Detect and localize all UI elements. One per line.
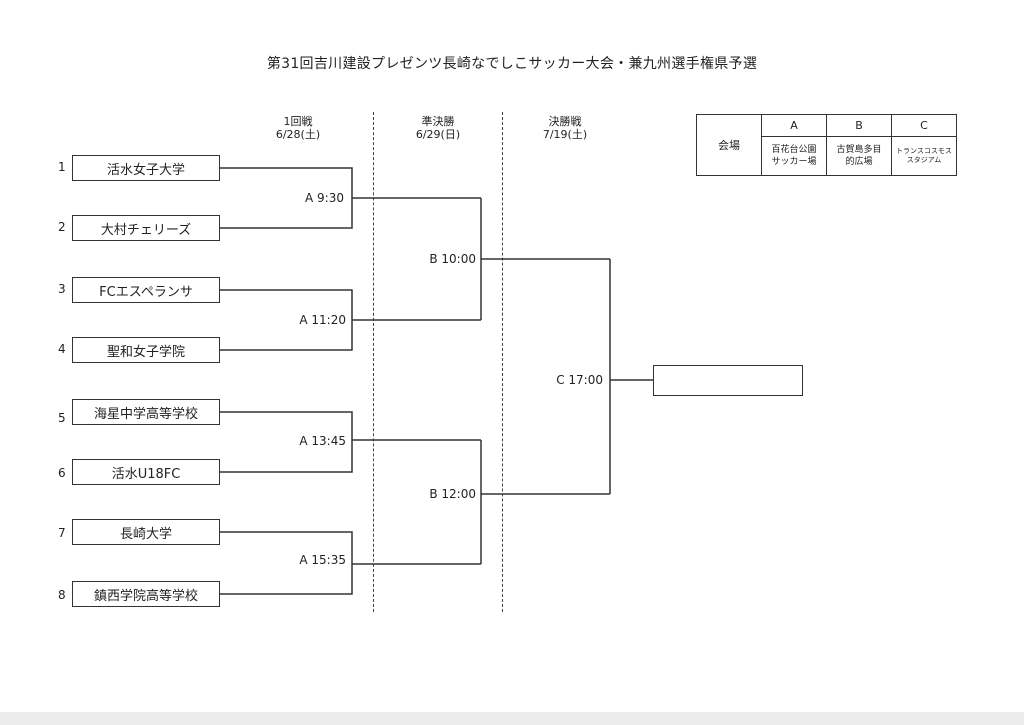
team-slot-3: FCエスペランサ (72, 277, 220, 303)
round-divider-1 (373, 112, 374, 612)
team-slot-5: 海星中学高等学校 (72, 399, 220, 425)
team-slot-6: 活水U18FC (72, 459, 220, 485)
semifinal-date: 6/29(日) (415, 128, 461, 141)
semifinal-label: 準決勝 6/29(日) (383, 115, 493, 141)
match-time-r1-2: A 11:20 (299, 313, 346, 327)
venue-code-c: C (891, 113, 957, 138)
semifinal-name: 準決勝 (421, 115, 455, 128)
team-slot-1: 活水女子大学 (72, 155, 220, 181)
team-slot-2: 大村チェリーズ (72, 215, 220, 241)
team-number-7: 7 (58, 526, 66, 540)
match-time-final: C 17:00 (556, 373, 603, 387)
match-time-semi-1: B 10:00 (429, 252, 476, 266)
venue-name-b: 古賀島多目 的広場 (826, 136, 892, 176)
team-slot-7: 長崎大学 (72, 519, 220, 545)
champion-slot (653, 365, 803, 396)
venue-name-a: 百花台公園 サッカー場 (761, 136, 827, 176)
venue-name-b-line2: 的広場 (845, 157, 873, 168)
round-1-name: 1回戦 (283, 115, 313, 128)
final-label: 決勝戦 7/19(土) (510, 115, 620, 141)
match-time-semi-2: B 12:00 (429, 487, 476, 501)
venue-code-a: A (761, 113, 827, 138)
team-number-3: 3 (58, 282, 66, 296)
bottom-band (0, 712, 1024, 725)
venue-name-c-line2: スタジアム (906, 156, 942, 165)
round-1-label: 1回戦 6/28(土) (243, 115, 353, 141)
final-name: 決勝戦 (548, 115, 582, 128)
team-number-6: 6 (58, 466, 66, 480)
team-number-5: 5 (58, 411, 66, 425)
venue-name-b-line1: 古賀島多目 (836, 145, 882, 156)
venue-name-a-line2: サッカー場 (771, 157, 817, 168)
team-number-1: 1 (58, 160, 66, 174)
team-number-4: 4 (58, 342, 66, 356)
venue-name-a-line1: 百花台公園 (771, 145, 817, 156)
venue-legend: 会場 A B C 百花台公園 サッカー場 古賀島多目 的広場 トランスコスモス … (696, 113, 957, 176)
match-time-r1-3: A 13:45 (299, 434, 346, 448)
bracket-line-r1-3 (220, 411, 353, 473)
final-date: 7/19(土) (542, 128, 588, 141)
venue-header: 会場 (696, 114, 762, 176)
page-title: 第31回吉川建設プレゼンツ長崎なでしこサッカー大会・兼九州選手権県予選 (266, 56, 758, 72)
bracket-line-r1-4 (220, 531, 353, 595)
team-slot-8: 鎮西学院高等学校 (72, 581, 220, 607)
venue-name-c: トランスコスモス スタジアム (891, 136, 957, 176)
team-number-2: 2 (58, 220, 66, 234)
round-divider-2 (502, 112, 503, 612)
match-time-r1-4: A 15:35 (299, 553, 346, 567)
venue-name-c-line1: トランスコスモス (896, 147, 952, 156)
venue-code-b: B (826, 113, 892, 138)
team-slot-4: 聖和女子学院 (72, 337, 220, 363)
round-1-date: 6/28(土) (275, 128, 321, 141)
team-number-8: 8 (58, 588, 66, 602)
match-time-r1-1: A 9:30 (305, 191, 344, 205)
